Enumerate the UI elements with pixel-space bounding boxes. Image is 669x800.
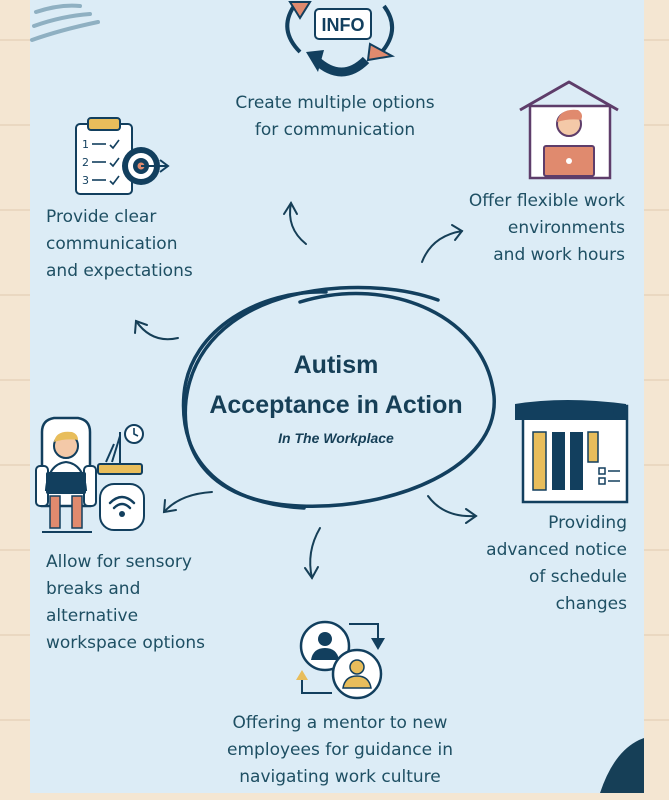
info-icon-text: INFO xyxy=(322,15,365,35)
schedule-calendar-icon xyxy=(515,400,629,504)
checklist-target-icon: 1 2 3 xyxy=(75,117,170,195)
remote-work-house-icon xyxy=(519,80,619,180)
schedule-notice-text: Providing advanced notice of schedule ch… xyxy=(486,513,627,614)
checklist-number-3: 3 xyxy=(82,174,89,187)
clear-communication-text: Provide clear communication and expectat… xyxy=(46,207,193,281)
mentor-people-icon xyxy=(296,620,385,700)
title-line-2: Acceptance in Action xyxy=(209,391,463,419)
info-refresh-icon: INFO xyxy=(285,1,396,77)
corner-shape xyxy=(600,738,644,793)
title-line-1: Autism xyxy=(293,351,379,379)
checklist-number-1: 1 xyxy=(82,138,89,151)
central-circle xyxy=(181,285,496,510)
communication-options-text: Create multiple options for communicatio… xyxy=(235,93,435,140)
title-subtitle: In The Workplace xyxy=(278,430,394,446)
sensory-breaks-text: Allow for sensory breaks and alternative… xyxy=(46,552,206,653)
dash-decoration xyxy=(30,3,100,42)
sensory-workspace-icon xyxy=(35,416,145,533)
arrows xyxy=(134,201,478,580)
mentor-text: Offering a mentor to new employees for g… xyxy=(227,713,453,787)
central-title: Autism Acceptance in Action In The Workp… xyxy=(171,345,501,449)
checklist-number-2: 2 xyxy=(82,156,89,169)
flexible-work-text: Offer flexible work environments and wor… xyxy=(468,191,625,265)
